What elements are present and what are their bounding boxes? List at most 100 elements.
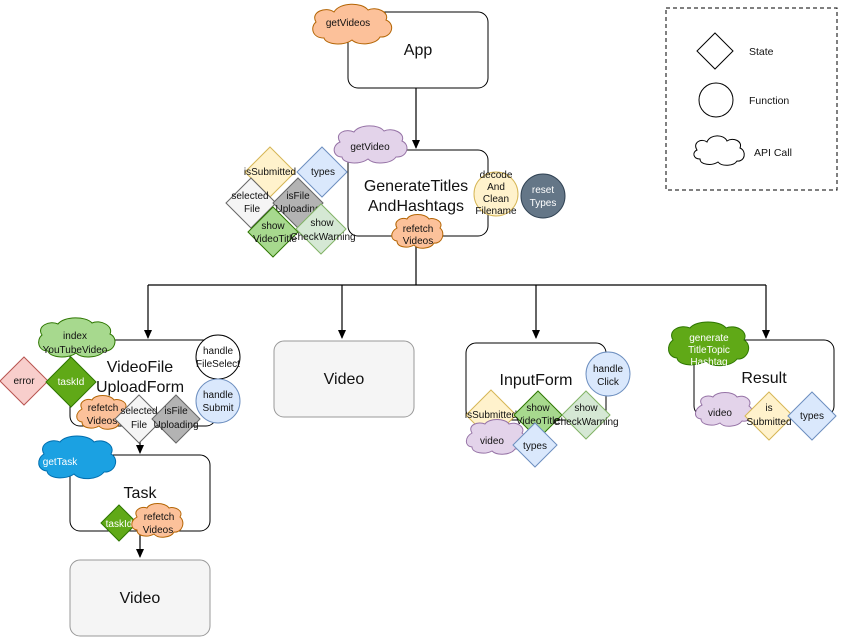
legend-function-circle bbox=[698, 82, 734, 118]
api-generate-titletopichashtag: generate TitleTopic Hashtag bbox=[668, 321, 750, 368]
state-isfileuploading-gen-l2: Uploading bbox=[275, 204, 320, 215]
inputform-label: InputForm bbox=[500, 372, 573, 389]
api-generate-l1: generate bbox=[689, 333, 729, 344]
state-issubmitted-result-l1: is bbox=[765, 403, 772, 414]
state-taskid-upload-label: taskId bbox=[58, 377, 85, 388]
func-handlefileselect-l2: FileSelect bbox=[196, 359, 240, 370]
task-label: Task bbox=[124, 485, 158, 502]
video-mid-label: Video bbox=[324, 371, 365, 388]
api-video-result: video bbox=[695, 392, 753, 427]
func-handleclick-l2: Click bbox=[597, 377, 620, 388]
state-error-label: error bbox=[13, 376, 35, 387]
state-showcheckwarning-input-l2: CheckWarning bbox=[553, 417, 618, 428]
api-refetch-upload-l2: Videos bbox=[87, 416, 117, 427]
state-selectedfile-gen-l2: File bbox=[244, 204, 261, 215]
state-showvideotitle-input-l2: VideoTitle bbox=[516, 416, 560, 427]
api-getvideos-label: getVideos bbox=[326, 18, 370, 29]
func-reset-l1: reset bbox=[532, 185, 554, 196]
func-handlesubmit-l1: handle bbox=[203, 390, 233, 401]
func-reset-types: reset Types bbox=[520, 173, 566, 219]
api-refetch-task-l1: refetch bbox=[144, 512, 175, 523]
state-types-gen-label: types bbox=[311, 167, 335, 178]
api-video-input-label: video bbox=[480, 436, 504, 447]
api-index-l1: index bbox=[63, 331, 87, 342]
state-selectedfile-gen-l1: selected bbox=[231, 191, 268, 202]
state-showcheckwarning-gen-l1: show bbox=[310, 218, 334, 229]
generate-label-2: AndHashtags bbox=[368, 198, 464, 215]
state-isfileuploading-upload-l1: isFile bbox=[164, 406, 188, 417]
legend-api-cloud bbox=[693, 135, 745, 166]
state-showvideotitle-gen: show VideoTitle bbox=[247, 206, 299, 258]
state-issubmitted-gen-label: isSubmitted bbox=[244, 167, 296, 178]
video-component-mid: Video bbox=[273, 340, 415, 418]
state-types-gen: types bbox=[296, 146, 348, 198]
api-generate-l2: TitleTopic bbox=[688, 345, 730, 356]
state-taskid-upload: taskId bbox=[45, 356, 97, 408]
legend-api-label: API Call bbox=[754, 147, 792, 159]
api-gettask-label: getTask bbox=[43, 457, 78, 468]
state-showvideotitle-input: show VideoTitle bbox=[513, 390, 563, 440]
generate-label-1: GenerateTitles bbox=[364, 178, 468, 195]
video-component-bottom: Video bbox=[69, 559, 211, 637]
state-showcheckwarning-input: show CheckWarning bbox=[553, 390, 619, 440]
api-refetch-task-l2: Videos bbox=[143, 525, 173, 536]
func-handle-submit: handle Submit bbox=[195, 378, 241, 424]
api-refetch-upload-l1: refetch bbox=[88, 403, 119, 414]
state-showvideotitle-gen-l2: VideoTitle bbox=[253, 234, 297, 245]
state-issubmitted-result-l2: Submitted bbox=[746, 417, 791, 428]
state-selectedfile-gen: selected File bbox=[225, 177, 277, 229]
func-handlefileselect-l1: handle bbox=[203, 346, 233, 357]
api-generate-l3: Hashtag bbox=[690, 357, 727, 368]
legend: State Function API Call bbox=[665, 7, 838, 191]
legend-function-label: Function bbox=[749, 95, 789, 107]
state-error: error bbox=[0, 356, 49, 406]
app-label: App bbox=[404, 42, 433, 59]
state-taskid-task-label: taskId bbox=[106, 519, 133, 530]
func-handlesubmit-l2: Submit bbox=[202, 403, 233, 414]
legend-state-diamond bbox=[696, 32, 734, 70]
func-reset-l2: Types bbox=[530, 198, 557, 209]
state-types-result-label: types bbox=[800, 411, 824, 422]
func-handle-click: handle Click bbox=[585, 351, 631, 397]
func-decode-l1: decode bbox=[480, 170, 513, 181]
videoupload-label-1: VideoFile bbox=[107, 359, 174, 376]
state-types-input: types bbox=[512, 422, 558, 468]
state-taskid-task: taskId bbox=[100, 504, 138, 542]
state-showvideotitle-input-l1: show bbox=[526, 403, 550, 414]
legend-state-label: State bbox=[749, 46, 774, 58]
api-getvideo-label: getVideo bbox=[350, 142, 390, 153]
state-showcheckwarning-gen-l2: CheckWarning bbox=[290, 232, 355, 243]
state-types-result: types bbox=[787, 391, 837, 441]
state-isfileuploading-upload-l2: Uploading bbox=[153, 420, 198, 431]
func-handleclick-l1: handle bbox=[593, 364, 623, 375]
api-index-youtubevideo: index YouTubeVideo bbox=[38, 317, 116, 358]
func-decode-l4: Filename bbox=[475, 206, 517, 217]
state-selectedfile-upload: selected File bbox=[114, 394, 164, 444]
state-isfileuploading-upload: isFile Uploading bbox=[151, 394, 201, 444]
func-decode-l3: Clean bbox=[483, 194, 509, 205]
api-refetch-gen-l1: refetch bbox=[403, 224, 434, 235]
func-decode-clean-filename: decode And Clean Filename bbox=[473, 170, 519, 217]
state-types-input-label: types bbox=[523, 441, 547, 452]
api-video-result-label: video bbox=[708, 408, 732, 419]
api-getvideo: getVideo bbox=[333, 125, 408, 164]
api-refetch-videos-task: refetch Videos bbox=[131, 503, 184, 538]
state-showvideotitle-gen-l1: show bbox=[261, 221, 285, 232]
api-getvideos: getVideos bbox=[312, 3, 393, 45]
func-decode-l2: And bbox=[487, 182, 505, 193]
state-issubmitted-result: is Submitted bbox=[744, 391, 794, 441]
api-refetch-gen-l2: Videos bbox=[403, 236, 433, 247]
state-showcheckwarning-input-l1: show bbox=[574, 403, 598, 414]
state-selectedfile-upload-l1: selected bbox=[120, 406, 157, 417]
state-showcheckwarning-gen: show CheckWarning bbox=[290, 203, 356, 255]
state-issubmitted-input-label: isSubmitted bbox=[465, 410, 517, 421]
api-index-l2: YouTubeVideo bbox=[43, 345, 108, 356]
result-label: Result bbox=[741, 370, 787, 387]
api-refetch-videos-gen: refetch Videos bbox=[391, 214, 444, 249]
videoupload-label-2: UploadForm bbox=[96, 379, 184, 396]
state-isfileuploading-gen-l1: isFile bbox=[286, 191, 310, 202]
state-selectedfile-upload-l2: File bbox=[131, 420, 148, 431]
api-gettask: getTask bbox=[38, 435, 117, 480]
video-bottom-label: Video bbox=[120, 590, 161, 607]
